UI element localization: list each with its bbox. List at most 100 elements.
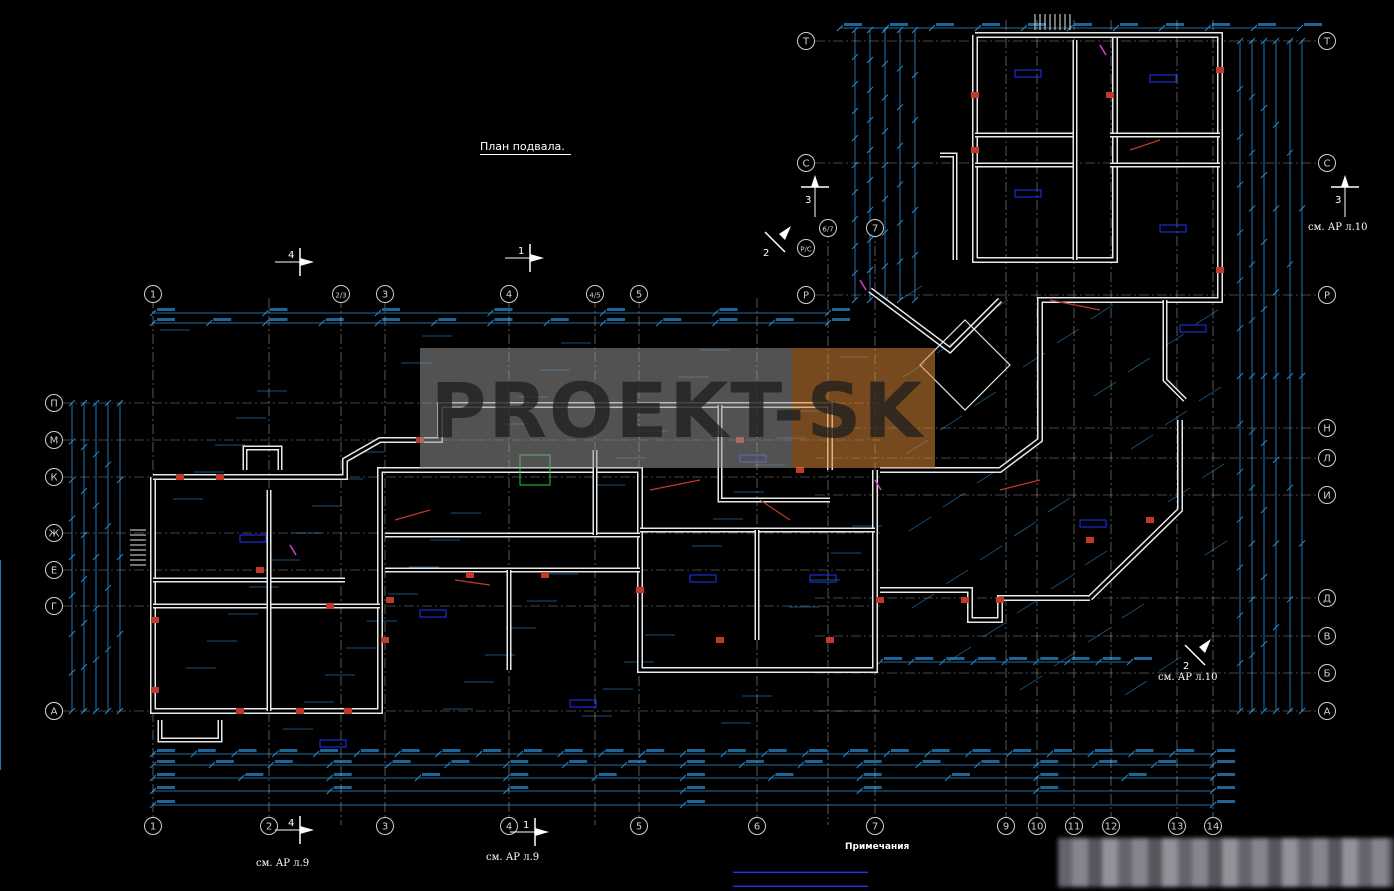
wall-right-bottom bbox=[880, 587, 1090, 623]
dim-row-bottom-4-value bbox=[157, 786, 175, 789]
dim-col-right-1-tick bbox=[1248, 261, 1256, 268]
room-label-box bbox=[1014, 189, 1042, 198]
dim-row-bottom-1-value bbox=[442, 749, 461, 752]
wall-right-niche-inner bbox=[1164, 300, 1186, 401]
dim-row-right-top-value bbox=[936, 23, 954, 26]
dim-col-upper-4-tick bbox=[911, 161, 919, 169]
window-opening-marker bbox=[996, 597, 1004, 603]
dim-row-right-top-value bbox=[982, 23, 1000, 26]
dim-row-bottom-1-value bbox=[931, 749, 950, 752]
dim-row-bottom-1-tick bbox=[761, 750, 768, 758]
dim-row-bottom-1-value bbox=[197, 749, 216, 752]
axis-bubble-top-6/7 bbox=[819, 219, 837, 237]
dim-row-bottom-overall-value bbox=[157, 800, 175, 803]
dim-row-top-overall-tick bbox=[599, 309, 607, 317]
dim-row-bottom-2-tick bbox=[561, 761, 569, 769]
dim-col-upper-2-tick bbox=[881, 127, 889, 135]
dim-row-bottom-3-tick bbox=[1033, 774, 1040, 782]
dim-row-bottom-1-tick bbox=[557, 750, 565, 758]
dim-row-bottom-2-value bbox=[922, 760, 941, 763]
axis-bubble-bottom-3 bbox=[376, 817, 394, 835]
dim-row-right-mid-value bbox=[1134, 657, 1152, 660]
dim-row-bottom-1-tick bbox=[924, 750, 931, 758]
dim-diagonal bbox=[1056, 328, 1080, 344]
dim-row-bottom-1-tick bbox=[883, 750, 891, 758]
dim-col-upper-0-tick bbox=[851, 242, 859, 250]
section-mark-arrow bbox=[1199, 639, 1211, 653]
dim-col-upper-1-tick bbox=[866, 56, 874, 64]
dim-col-right-1-tick bbox=[1248, 372, 1256, 380]
dim-row-top-overall-tick bbox=[374, 309, 382, 317]
dim-row-bottom-1-value bbox=[850, 749, 869, 752]
dim-col-right-2-tick bbox=[1260, 573, 1268, 581]
dim-diagonal bbox=[1050, 574, 1074, 590]
dim-col-upper-2-tick bbox=[881, 94, 889, 101]
window-opening-marker bbox=[971, 92, 979, 98]
axis-bubble-bottom-4 bbox=[500, 817, 518, 835]
dim-row-bottom-3-tick bbox=[503, 774, 510, 782]
dim-col-left-0-tick bbox=[68, 438, 76, 445]
dim-row-bottom-2-value bbox=[1099, 760, 1118, 763]
dim-diagonal bbox=[1053, 651, 1077, 667]
axis-bubble-top-1-label: 1 bbox=[150, 290, 156, 301]
dim-row-bottom-2-tick bbox=[208, 761, 216, 769]
dim-col-upper-1-tick bbox=[866, 236, 874, 244]
dim-diagonal bbox=[1198, 386, 1222, 402]
wall-right-mid-inner bbox=[880, 298, 1220, 472]
dim-row-bottom-2-tick bbox=[679, 761, 687, 769]
dim-col-right-3-tick bbox=[1272, 372, 1280, 380]
axis-bubble-bottom-5 bbox=[630, 817, 648, 835]
dim-col-upper-4-tick bbox=[911, 116, 919, 124]
axis-bubble-bottom-11 bbox=[1065, 817, 1083, 835]
dim-row-bottom-2-tick bbox=[974, 761, 981, 769]
dim-row-right-top-tick bbox=[882, 24, 890, 32]
wall-upper-stair bbox=[940, 152, 958, 260]
annotation-leader bbox=[649, 479, 701, 491]
dim-col-right-0-tick bbox=[1236, 181, 1244, 188]
dim-col-right-2-tick bbox=[1260, 305, 1268, 313]
dim-row-bottom-3-value bbox=[687, 773, 705, 776]
dim-row-bottom-3-value bbox=[422, 773, 440, 776]
window-opening-marker bbox=[1216, 67, 1224, 73]
axis-bubble-right-Н-label: Н bbox=[1323, 424, 1331, 435]
dim-diagonal bbox=[1204, 540, 1228, 556]
dim-col-right-0-tick bbox=[1236, 324, 1244, 332]
dim-col-left-4-tick bbox=[116, 553, 124, 561]
axis-bubble-left-A-dup bbox=[45, 702, 63, 720]
dim-col-right-2-tick bbox=[1260, 171, 1268, 179]
annotation-leader bbox=[454, 579, 491, 586]
room-label-box bbox=[739, 454, 767, 463]
dim-col-upper-3-tick bbox=[896, 258, 904, 265]
dim-row-bottom-2-value bbox=[333, 760, 352, 763]
dim-diagonal bbox=[1127, 357, 1151, 373]
axis-bubble-right-Л-label: Л bbox=[1323, 454, 1331, 465]
axis-bubble-upper-left-С-label: С bbox=[803, 159, 810, 170]
axis-bubble-upper-left-Р/С bbox=[797, 239, 815, 257]
axis-bubbles: 12345679101112131412/3344/556/77ПМКЖЕГАТ… bbox=[45, 32, 1336, 835]
wall-left-wing-outer bbox=[150, 467, 878, 714]
dim-row-right-top-tick bbox=[1296, 24, 1304, 32]
axis-bubble-left-Е-label: Е bbox=[51, 566, 57, 577]
dim-row-right-top-value bbox=[1258, 23, 1276, 26]
dim-row-top-overall-value bbox=[382, 308, 400, 311]
dim-row-right-top-tick bbox=[974, 24, 982, 32]
dim-row-bottom-1-tick bbox=[231, 750, 238, 758]
axis-bubble-left-П-label: П bbox=[50, 399, 58, 410]
section-mark-arrow bbox=[1341, 175, 1349, 187]
dim-col-right-3-tick bbox=[1272, 707, 1280, 715]
dim-col-upper-1-tick bbox=[866, 206, 874, 214]
dim-col-right-1-tick bbox=[1248, 149, 1256, 156]
dim-col-upper-3-tick bbox=[896, 26, 904, 34]
walls bbox=[150, 32, 1223, 743]
dim-row-right-top-tick bbox=[1112, 24, 1120, 32]
dim-row-right-top-value bbox=[890, 23, 908, 26]
dim-row-bottom-overall-tick bbox=[1209, 801, 1217, 809]
dim-diagonal bbox=[945, 569, 969, 585]
dim-col-right-1-tick bbox=[1248, 651, 1256, 659]
dim-row-bottom-2-tick bbox=[385, 761, 392, 769]
dim-row-bottom-1-value bbox=[320, 749, 339, 752]
dim-row-top-partial-value bbox=[269, 318, 288, 321]
dim-row-bottom-2-value bbox=[392, 760, 411, 763]
dim-col-right-0-tick bbox=[1236, 707, 1244, 715]
axis-bubble-left-Ж bbox=[45, 524, 63, 542]
